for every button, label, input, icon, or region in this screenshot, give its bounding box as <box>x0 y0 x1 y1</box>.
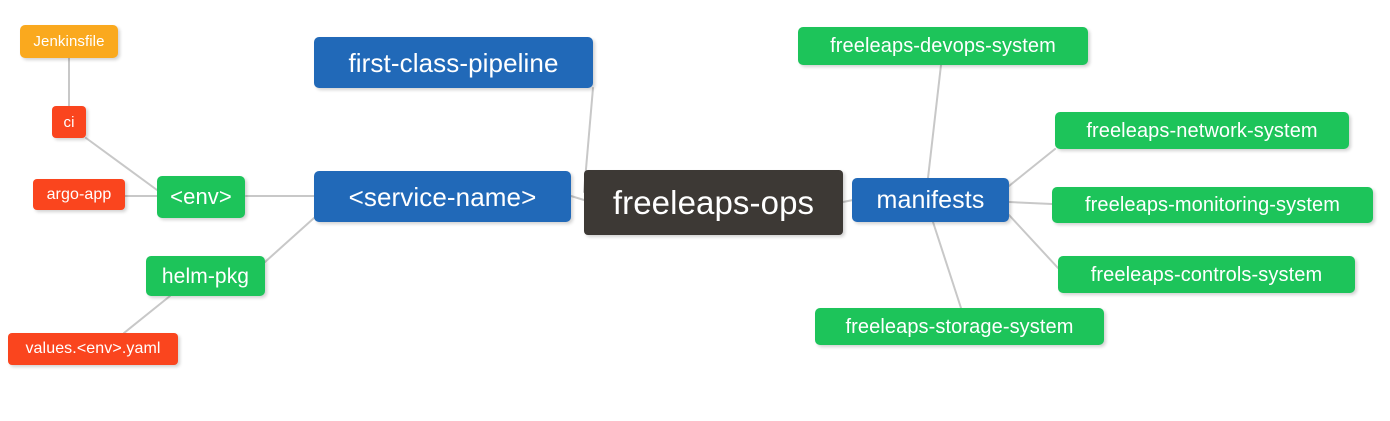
mindmap-edge <box>1008 201 1053 205</box>
mindmap-node-freeleaps-ops[interactable]: freeleaps-ops <box>584 170 843 235</box>
mindmap-node-label: freeleaps-devops-system <box>830 35 1056 57</box>
mindmap-node-freeleaps-storage-system[interactable]: freeleaps-storage-system <box>815 308 1104 345</box>
mindmap-node-helm-pkg[interactable]: helm-pkg <box>146 256 265 296</box>
mindmap-node-label: <env> <box>170 184 232 209</box>
mindmap-edge <box>123 295 171 334</box>
mindmap-edge <box>1008 214 1059 269</box>
mindmap-node-freeleaps-network-system[interactable]: freeleaps-network-system <box>1055 112 1349 149</box>
mindmap-node-env[interactable]: <env> <box>157 176 245 218</box>
mindmap-node-label: helm-pkg <box>161 264 250 288</box>
mindmap-node-service-name[interactable]: <service-name> <box>314 171 571 222</box>
mindmap-edge <box>570 195 585 201</box>
mindmap-node-freeleaps-controls-system[interactable]: freeleaps-controls-system <box>1058 256 1355 293</box>
mindmap-node-label: Jenkinsfile <box>33 33 105 50</box>
mindmap-node-jenkinsfile[interactable]: Jenkinsfile <box>20 25 118 58</box>
mindmap-node-label: first-class-pipeline <box>348 47 559 78</box>
mindmap-edge <box>927 64 942 179</box>
mindmap-node-label: ci <box>63 113 75 131</box>
mindmap-node-label: values.<env>.yaml <box>25 340 161 357</box>
mindmap-node-label: freeleaps-storage-system <box>845 315 1074 338</box>
mindmap-node-label: freeleaps-ops <box>612 184 815 221</box>
mindmap-node-argo-app[interactable]: argo-app <box>33 179 125 210</box>
mindmap-node-first-class-pipeline[interactable]: first-class-pipeline <box>314 37 593 88</box>
mindmap-node-label: manifests <box>876 185 985 214</box>
mindmap-edge <box>264 217 315 263</box>
mindmap-node-manifests[interactable]: manifests <box>852 178 1009 222</box>
mindmap-edge <box>932 221 962 309</box>
mindmap-node-label: freeleaps-monitoring-system <box>1084 194 1340 216</box>
mindmap-node-label: <service-name> <box>348 181 537 212</box>
mindmap-edge <box>1008 148 1056 187</box>
mindmap-node-values-env-yaml[interactable]: values.<env>.yaml <box>8 333 178 365</box>
mindmap-node-freeleaps-devops-system[interactable]: freeleaps-devops-system <box>798 27 1088 65</box>
mindmap-node-label: freeleaps-controls-system <box>1090 263 1323 286</box>
mindmap-node-ci[interactable]: ci <box>52 106 86 138</box>
mindmap-node-label: argo-app <box>46 185 112 203</box>
mindmap-node-freeleaps-monitoring-system[interactable]: freeleaps-monitoring-system <box>1052 187 1373 223</box>
mindmap-node-label: freeleaps-network-system <box>1086 119 1318 142</box>
